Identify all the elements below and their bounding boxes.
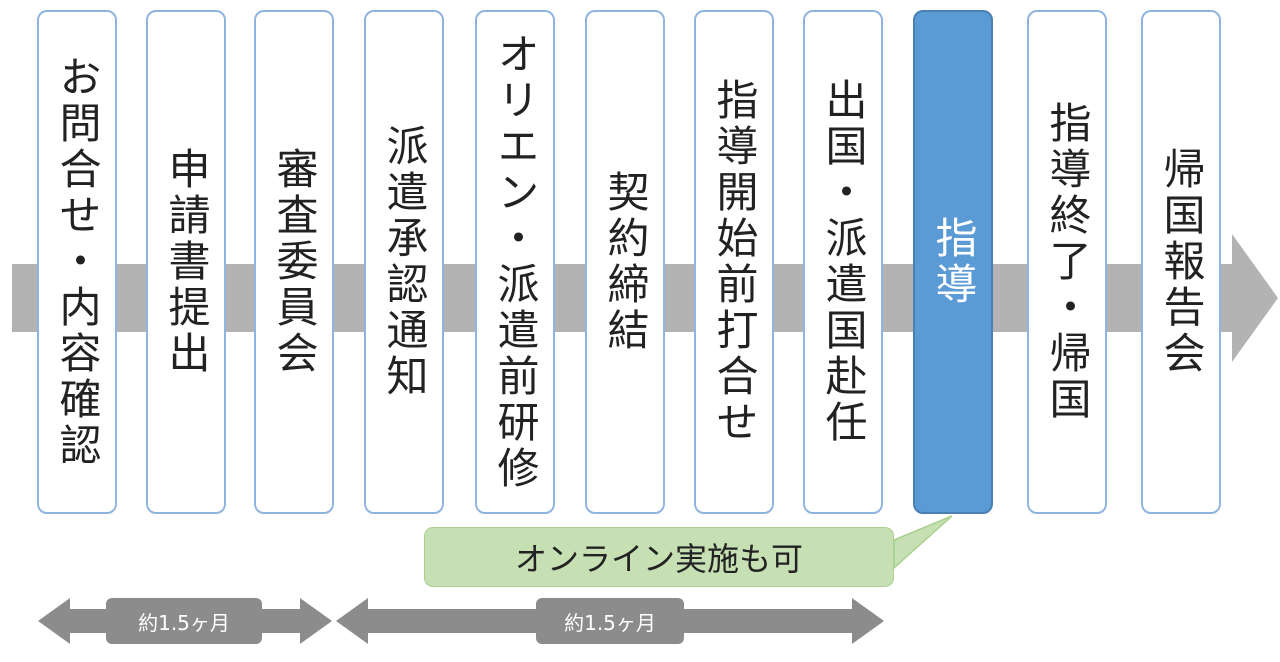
step-contract: 契約締結 — [585, 10, 665, 514]
step-application-submission: 申請書提出 — [146, 10, 226, 514]
duration-label-2: 約1.5ヶ月 — [536, 598, 684, 644]
online-callout: オンライン実施も可 — [424, 527, 894, 587]
duration-label-1: 約1.5ヶ月 — [106, 598, 262, 644]
step-inquiry: お問合せ・内容確認 — [37, 10, 117, 514]
step-return-report: 帰国報告会 — [1141, 10, 1221, 514]
step-label: 申請書提出 — [162, 147, 211, 377]
step-label: 帰国報告会 — [1157, 147, 1206, 377]
step-guidance: 指導 — [913, 10, 993, 514]
step-dispatch-approval: 派遣承認通知 — [364, 10, 444, 514]
step-orientation-training: オリエン・派遣前研修 — [475, 10, 555, 514]
callout-pointer — [893, 515, 953, 570]
step-label: 指導開始前打合せ — [710, 78, 759, 446]
step-return: 指導終了・帰国 — [1027, 10, 1107, 514]
step-departure: 出国・派遣国赴任 — [803, 10, 883, 514]
step-label: 出国・派遣国赴任 — [819, 78, 868, 446]
step-label: お問合せ・内容確認 — [53, 55, 102, 469]
step-label: 審査委員会 — [270, 147, 319, 377]
step-pre-meeting: 指導開始前打合せ — [694, 10, 774, 514]
step-label: 契約締結 — [601, 170, 650, 354]
step-label: 指導終了・帰国 — [1043, 101, 1092, 423]
step-label: オリエン・派遣前研修 — [491, 32, 540, 492]
step-review-committee: 審査委員会 — [254, 10, 334, 514]
step-label: 派遣承認通知 — [380, 124, 429, 400]
step-label: 指導 — [929, 216, 978, 308]
